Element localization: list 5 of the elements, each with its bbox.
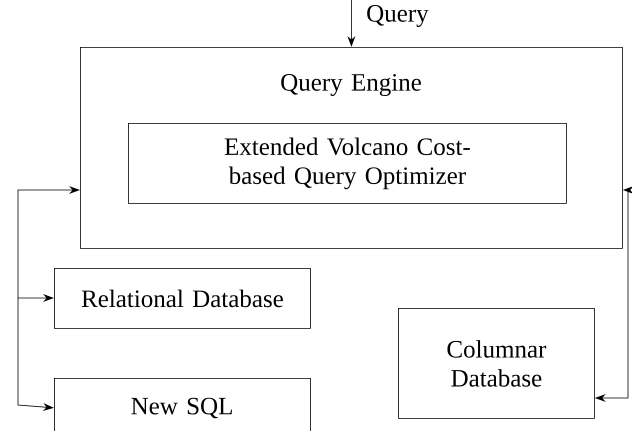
edge-label: Query <box>367 5 429 27</box>
database-box: Relational Database <box>54 268 311 329</box>
database-box: New SQL <box>54 378 311 431</box>
database-box: Columnar Database <box>398 308 595 419</box>
optimizer-box: Extended Volcano Cost-based Query Optimizer <box>128 123 567 204</box>
